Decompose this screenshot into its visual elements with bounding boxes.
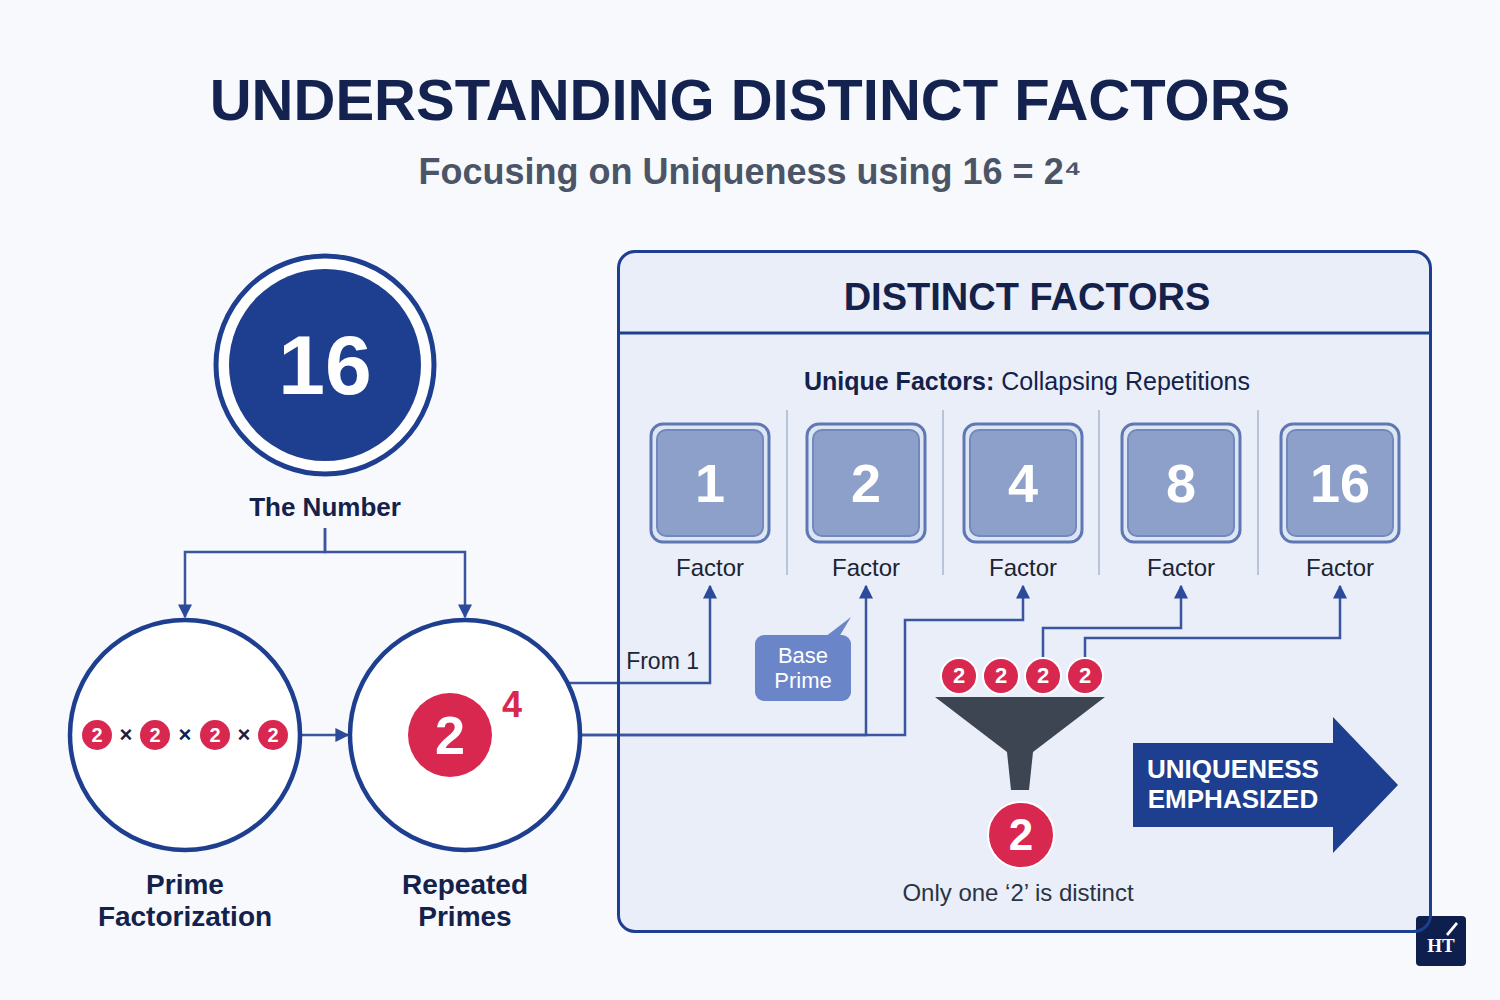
prime-dot-text: 2 (986, 663, 1016, 688)
prime-dot-text: 2 (1070, 663, 1100, 688)
distinct-factors-panel: DISTINCT FACTORS Unique Factors:Collapsin… (617, 250, 1432, 933)
factorization-circle-text: Prime Factorization (80, 869, 290, 933)
factor-box-text: 2 (810, 452, 922, 514)
column-separators (787, 410, 1258, 575)
emphasis-arrow: UNIQUENESS EMPHASIZED (1133, 717, 1398, 853)
distinct-factors-panel-text: Collapsing Repetitions (1001, 367, 1250, 396)
power-circle-text: 4 (494, 684, 530, 725)
power-circle-text: Repeated Primes (360, 869, 570, 933)
factorization-circle-text: × (173, 722, 197, 747)
funnel (935, 697, 1105, 790)
prime-dot: 2 (983, 658, 1019, 694)
factor-box-text: Factor (963, 554, 1083, 582)
connector (302, 734, 348, 737)
factorization-circle-text: 2 (259, 724, 287, 747)
number-circle: 16The Number (213, 253, 437, 528)
factor-box: 2Factor (804, 421, 928, 586)
number-circle-text: 16 (225, 317, 425, 414)
subtitle: Focusing on Uniqueness using 16 = 2⁴ (419, 151, 1082, 192)
factor-box-text: 4 (967, 452, 1079, 514)
logo-pen (1446, 922, 1458, 936)
prime-dot-text: 2 (1028, 663, 1058, 688)
factor-box-text: Factor (1280, 554, 1400, 582)
page-title: UNDERSTANDING DISTINCT FACTORS (210, 67, 1291, 134)
panel-header-rule (619, 332, 1430, 335)
connector (580, 586, 1023, 735)
factorization-circle-text: 2 (83, 724, 111, 747)
factor-box: 1Factor (648, 421, 772, 586)
factorization-circle-text: × (114, 722, 138, 747)
power-circle-text: 2 (415, 704, 485, 766)
note: Only one ‘2’ is distinct (902, 879, 1133, 907)
prime-dot: 2 (1067, 658, 1103, 694)
callout-bubble: Base Prime (755, 635, 851, 701)
logo-badge (1416, 916, 1466, 966)
distinct-prime-dot-text: 2 (991, 810, 1051, 861)
connector (1043, 586, 1181, 658)
prime-dot: 2 (941, 658, 977, 694)
factor-box: 8Factor (1119, 421, 1243, 586)
watermark: HT (1427, 935, 1454, 957)
callout-bubble-text: Base Prime (763, 643, 843, 694)
factorization-circle: 2×2×2×2Prime Factorization (67, 617, 303, 927)
distinct-prime-dot: 2 (988, 802, 1054, 868)
power-circle: 24Repeated Primes (347, 617, 583, 927)
factorization-circle-text: 2 (141, 724, 169, 747)
factorization-circle-text: × (232, 722, 256, 747)
connector (1085, 586, 1340, 658)
factor-box-text: Factor (650, 554, 770, 582)
prime-dot: 2 (1025, 658, 1061, 694)
factor-box-text: Factor (806, 554, 926, 582)
number-circle-text: The Number (215, 493, 435, 523)
edge-label: From 1 (624, 648, 701, 674)
factorization-circle-text: 2 (201, 724, 229, 747)
factor-box-text: 16 (1284, 452, 1396, 514)
panel-fill (617, 250, 1432, 933)
connector (568, 586, 710, 683)
connector (185, 528, 325, 617)
distinct-factors-panel-text: Unique Factors: (804, 367, 994, 396)
connector (325, 528, 465, 617)
factor-box-text: 1 (654, 452, 766, 514)
factor-box-text: 8 (1125, 452, 1237, 514)
emphasis-arrow-text: UNIQUENESS EMPHASIZED (1143, 755, 1323, 815)
distinct-factors-panel-text: DISTINCT FACTORS (677, 276, 1377, 320)
factor-box: 4Factor (961, 421, 1085, 586)
connector (580, 586, 866, 735)
factor-box-text: Factor (1121, 554, 1241, 582)
prime-dot-text: 2 (944, 663, 974, 688)
factor-box: 16Factor (1278, 421, 1402, 586)
